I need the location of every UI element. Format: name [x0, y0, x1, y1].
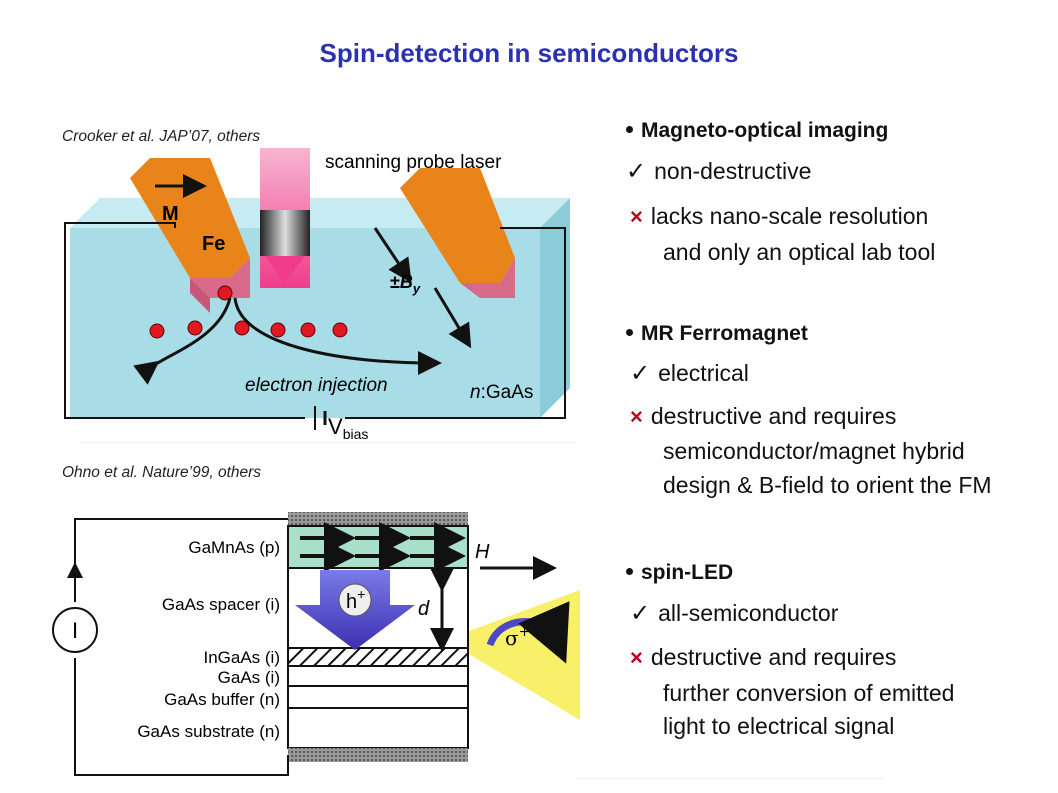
label-substrate: GaAs substrate (n) — [137, 722, 280, 741]
layer-buffer — [287, 685, 469, 709]
sigma-sup: + — [519, 624, 531, 640]
section2-con-line3: design & B-field to orient the FM — [663, 472, 992, 498]
cross-icon: × — [630, 204, 643, 229]
svg-text:n:GaAs: n:GaAs — [470, 382, 533, 403]
divider — [80, 442, 575, 443]
layer-substrate — [287, 707, 469, 749]
section1-con: ×lacks nano-scale resolution — [630, 203, 929, 229]
spin-led-figure: h+ d H σ+ GaMnAs (p) GaAs spacer (i) InG… — [52, 512, 580, 776]
section2-con: ×destructive and requires — [630, 403, 897, 429]
gaas-label: :GaAs — [481, 382, 534, 403]
current-source-icon — [52, 607, 98, 653]
layer-gaas — [287, 665, 469, 687]
svg-text:σ+: σ+ — [505, 624, 530, 650]
section2-con-line2: semiconductor/magnet hybrid — [663, 438, 965, 464]
by-sub: y — [412, 281, 421, 296]
section1-con-line2: and only an optical lab tool — [663, 239, 936, 265]
section3-pro: ✓all-semiconductor — [630, 600, 839, 627]
check-icon: ✓ — [630, 360, 651, 387]
svg-text:Vbias: Vbias — [328, 414, 368, 440]
section1-heading: Magneto-optical imaging — [626, 119, 888, 143]
fig1-citation: Crooker et al. JAP’07, others — [62, 128, 261, 145]
objective-lens — [260, 210, 310, 256]
m-label: M — [162, 203, 179, 225]
label-gaas: GaAs (i) — [218, 668, 280, 687]
hole-label: h — [346, 591, 357, 613]
label-spacer: GaAs spacer (i) — [162, 595, 280, 614]
hole-sup: + — [357, 586, 365, 602]
section3-con-line2: further conversion of emitted — [663, 680, 955, 706]
slide-title: Spin-detection in semiconductors — [319, 38, 739, 68]
magneto-optical-figure: scanning probe laser M Fe ±By electron i… — [64, 148, 570, 440]
d-label: d — [418, 598, 430, 620]
fe-label: Fe — [202, 233, 225, 255]
slab-side — [540, 198, 570, 418]
section2-heading: MR Ferromagnet — [626, 322, 808, 346]
bullet-icon — [626, 125, 633, 133]
cross-icon: × — [630, 404, 643, 429]
fe-contact-left — [130, 158, 250, 278]
label-gamnas: GaMnAs (p) — [188, 538, 280, 557]
divider-bottom — [578, 778, 883, 779]
by-b: B — [400, 272, 413, 292]
check-icon: ✓ — [626, 158, 647, 185]
label-ingaas: InGaAs (i) — [203, 648, 280, 667]
vbias-v: V — [328, 414, 343, 439]
current-label: I — [72, 618, 78, 643]
bullet-icon — [626, 328, 633, 336]
svg-text:±By: ±By — [390, 272, 421, 296]
label-buffer: GaAs buffer (n) — [164, 690, 280, 709]
h-label: H — [475, 541, 490, 563]
fig2-citation: Ohno et al. Nature’99, others — [62, 464, 262, 481]
probe-label: scanning probe laser — [325, 152, 502, 173]
layer-gamnas — [287, 525, 469, 569]
section3-con: ×destructive and requires — [630, 644, 897, 670]
svg-text:h+: h+ — [346, 586, 365, 613]
sigma-label: σ — [505, 626, 519, 650]
check-icon: ✓ — [630, 600, 651, 627]
layer-ingaas — [287, 647, 469, 667]
bullet-icon — [626, 567, 633, 575]
cross-icon: × — [630, 645, 643, 670]
by-pm: ± — [390, 272, 400, 292]
section1-pro: ✓non-destructive — [626, 158, 812, 185]
section3-heading: spin-LED — [626, 561, 733, 585]
fe-contact-right — [400, 168, 515, 283]
n-label: n — [470, 382, 481, 403]
section3-con-line3: light to electrical signal — [663, 713, 895, 739]
spin-markers — [149, 285, 348, 339]
vbias-sub: bias — [343, 426, 369, 440]
injection-label: electron injection — [245, 375, 388, 396]
section2-pro: ✓electrical — [630, 360, 749, 387]
